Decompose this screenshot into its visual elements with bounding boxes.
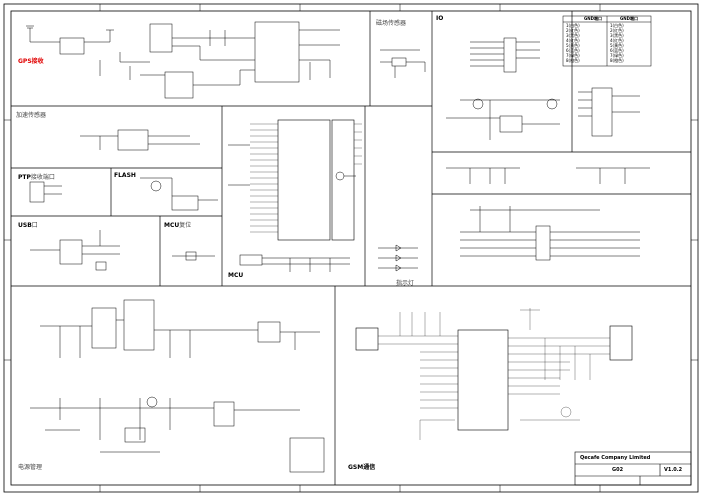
section-frames [11,11,691,485]
indicator-leds [378,244,418,272]
section-title-usb: USB口 [18,222,38,229]
title-block-company: Qecafe Company Limited [580,455,651,461]
mcu-bottom-parts [228,144,356,272]
border-ticks [4,4,698,492]
io-table-cell: 8(橙色) [566,58,580,63]
mag-circuit [380,49,426,78]
section-title-accel: 加速传感器 [16,112,47,119]
section-title-mag: 磁场传感器 [376,20,407,27]
io-table-cell: 3(黑色) [566,33,580,38]
sheet-border [3,3,699,493]
section-title-mcu: MCU [228,272,244,279]
ptp-flash-circuit [29,177,218,211]
gsm-circuit [355,325,633,431]
gps-circuit [29,21,340,99]
section-title-io: IO [436,15,444,22]
io-table-cell: 7(绿色) [566,53,580,58]
io-table-cell: 1(白色) [610,23,624,28]
io-table-cell: 5(黄色) [566,43,580,48]
io-table-cell: 2(红色) [610,28,624,33]
section-title-flash: FLASH [114,172,136,179]
mcu-pins [250,123,362,233]
io-table-cell: 6(蓝色) [610,48,624,53]
io-table-cell: 7(绿色) [610,53,624,58]
title-block-doc: G02 [612,467,624,473]
accel-circuit [80,129,200,151]
io-table-cell: 2(红色) [566,28,580,33]
section-title-indicator: 指示灯 [396,280,415,287]
title-block-frame [574,451,692,486]
io-table-header-right: GND端口 [620,16,638,21]
section-title-gps: GPS接收 [18,58,44,65]
section-title-gsm: GSM通信 [348,464,376,471]
io-table-frame [562,15,652,67]
usb-circuit [30,230,120,271]
title-block-version: V1.0.2 [664,467,683,473]
io-table-cell: 6(蓝色) [566,48,580,53]
section-title-ptp: PTP接收端口 [18,174,55,181]
gps-antenna-gnd [26,25,114,31]
io-table-cell: 3(黑色) [610,33,624,38]
io-table-left-col: 1(白色) 2(红色) 3(黑色) 4(红色) 5(黄色) 6(蓝色) 7(绿色… [566,23,580,63]
io-table-right-col: 1(白色) 2(红色) 3(黑色) 4(红色) 5(黄色) 6(蓝色) 7(绿色… [610,23,624,63]
mcu-chip [277,119,355,241]
io-table-cell: 4(红色) [566,38,580,43]
io-table-cell: 4(红色) [610,38,624,43]
io-table-cell: 5(黄色) [610,43,624,48]
io-table-header-left: GND端口 [584,16,602,21]
section-title-power: 电源管理 [18,464,43,471]
io-connector [470,37,540,73]
gsm-wires [378,308,610,440]
io-table-cell: 8(橙色) [610,58,624,63]
mcu-reset-circuit [172,251,215,261]
power-circuit [30,299,325,473]
io-table-cell: 1(白色) [566,23,580,28]
right-circuits [446,87,650,261]
section-title-mcu-reset: MCU复位 [164,222,192,229]
